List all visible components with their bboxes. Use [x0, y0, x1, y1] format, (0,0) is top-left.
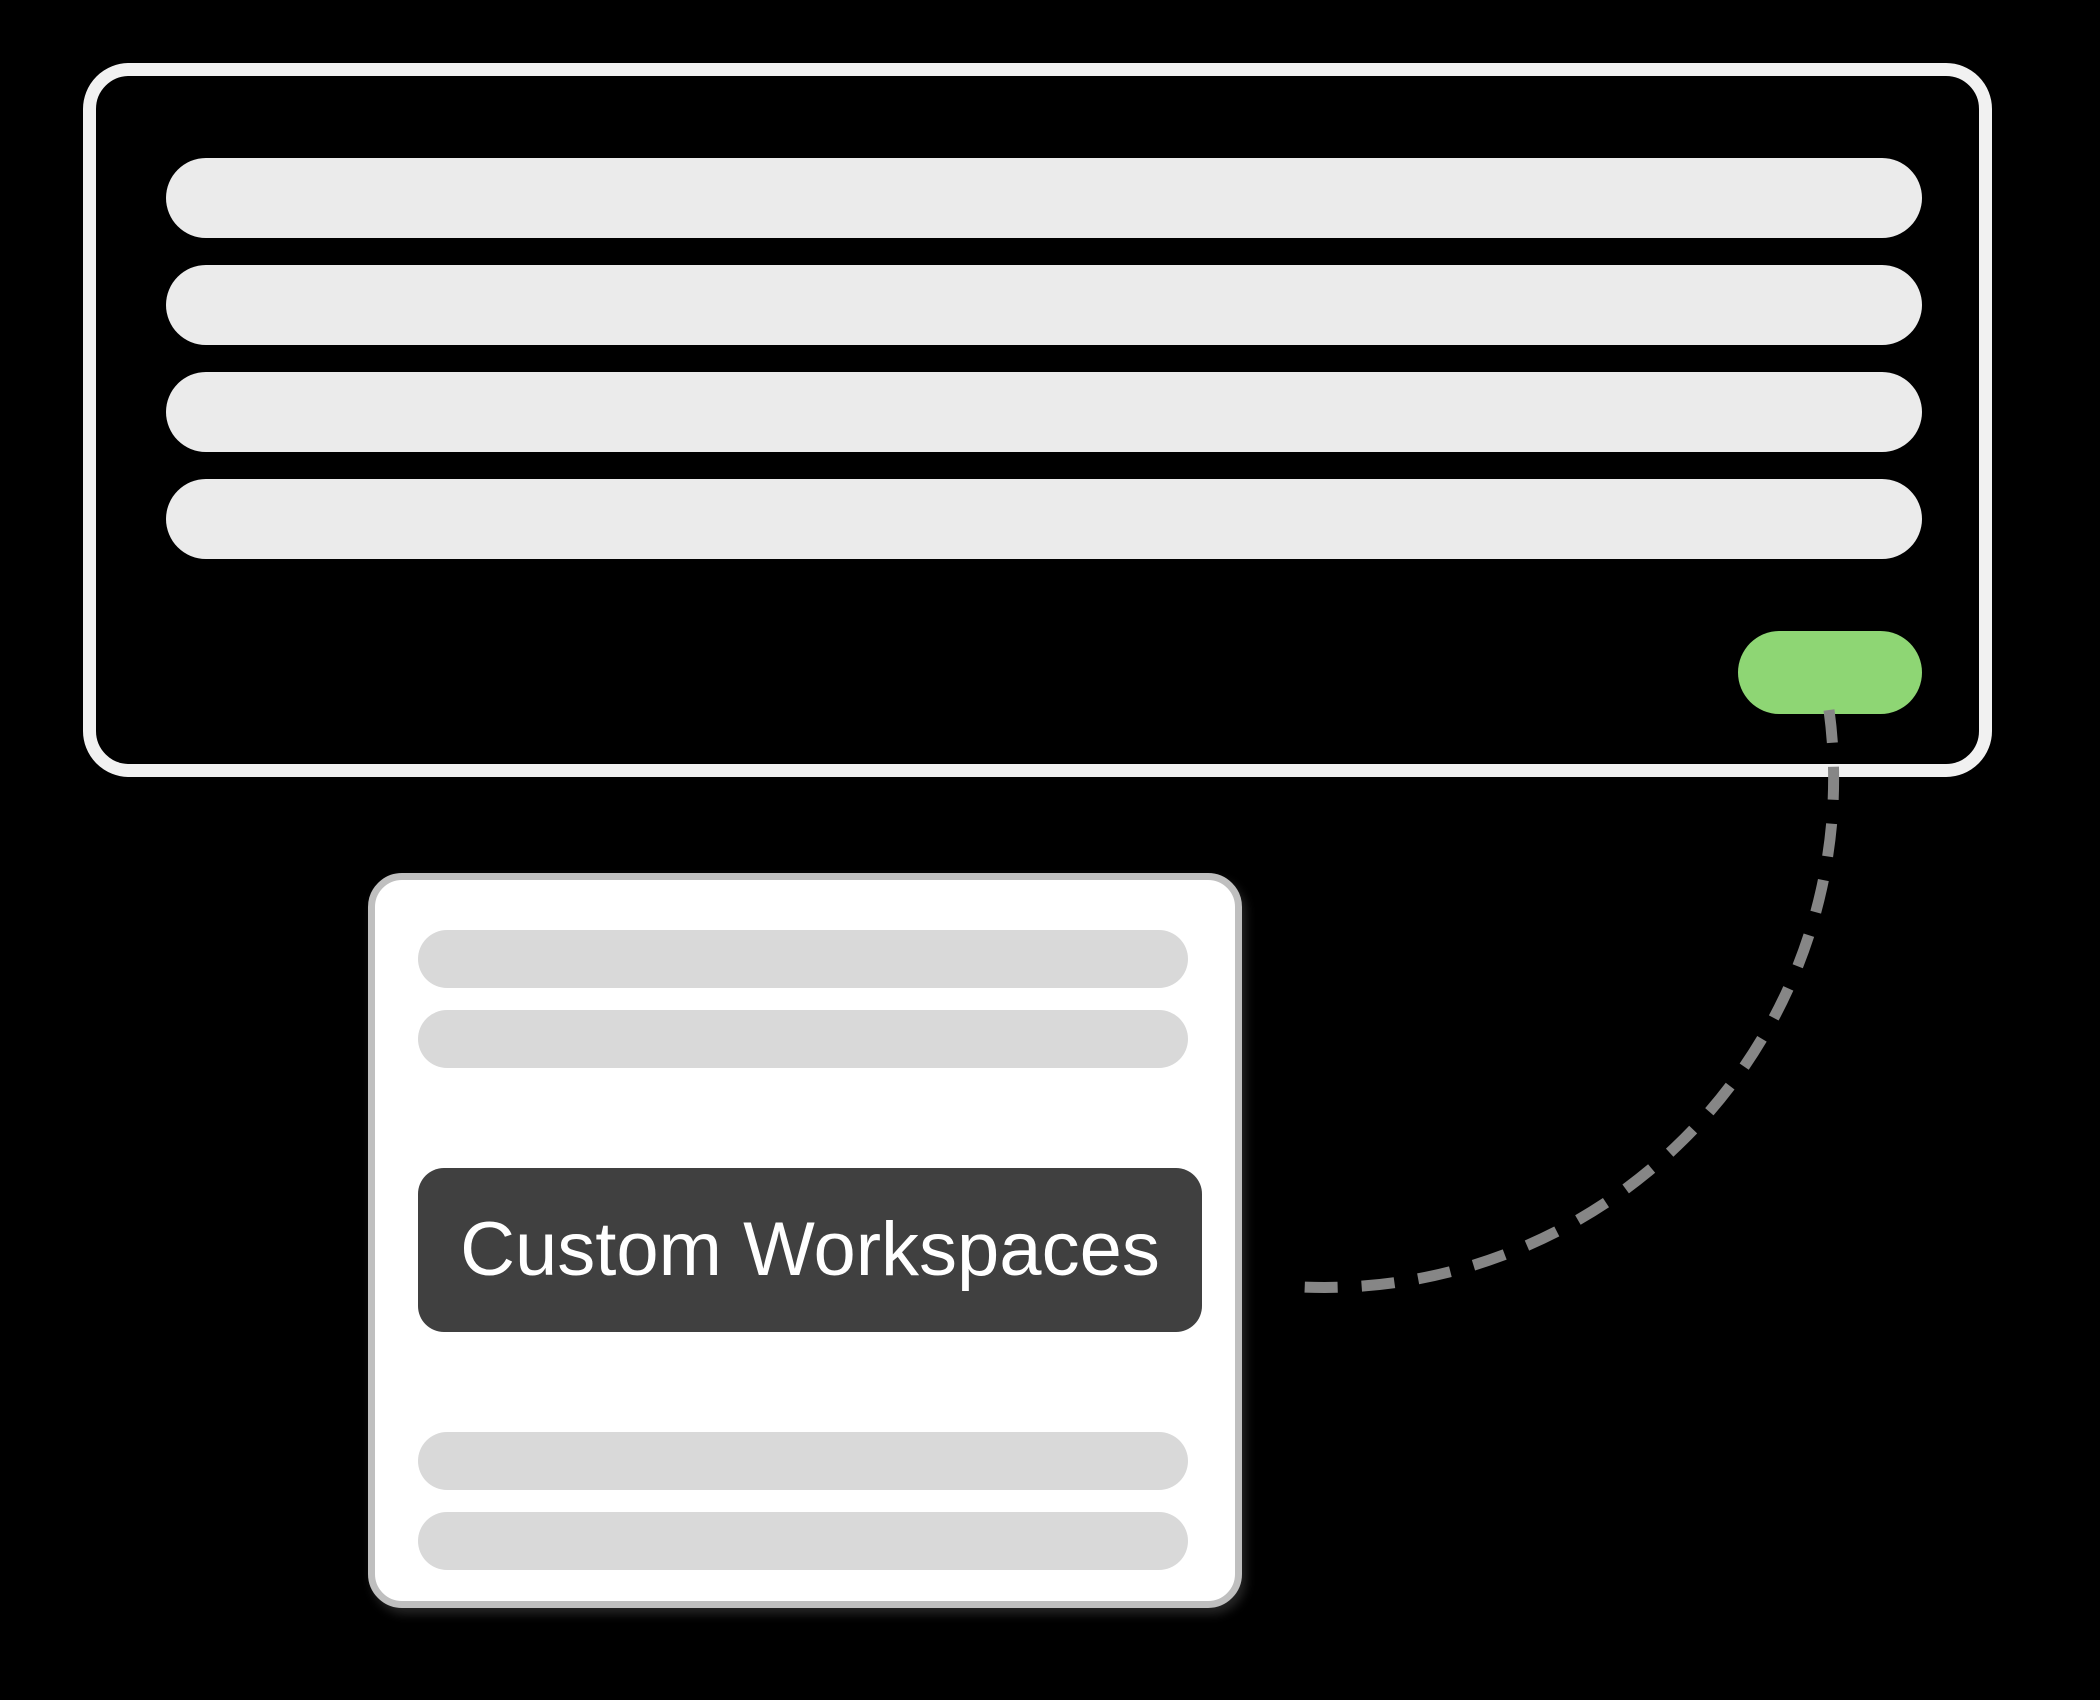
- skeleton-line: [418, 930, 1188, 988]
- card-bottom-skeleton-lines: [418, 1432, 1188, 1570]
- skeleton-line: [418, 1512, 1188, 1570]
- workspaces-pill-button[interactable]: [1738, 631, 1922, 714]
- panel-action-row: [96, 76, 1979, 764]
- card-top-skeleton-lines: [418, 930, 1188, 1068]
- custom-workspaces-button-label: Custom Workspaces: [460, 1207, 1160, 1292]
- skeleton-lines: [96, 76, 1979, 764]
- custom-workspaces-card: Custom Workspaces: [368, 873, 1242, 1608]
- card-content: Custom Workspaces: [375, 880, 1235, 1601]
- skeleton-line: [418, 1010, 1188, 1068]
- custom-workspaces-button[interactable]: Custom Workspaces: [418, 1168, 1202, 1332]
- skeleton-line: [418, 1432, 1188, 1490]
- browser-window-mockup: [83, 63, 1992, 777]
- skeleton-line: [166, 372, 1922, 452]
- skeleton-line: [166, 158, 1922, 238]
- skeleton-line: [166, 265, 1922, 345]
- dashed-connector-line: [1302, 709, 1840, 1293]
- skeleton-line: [166, 479, 1922, 559]
